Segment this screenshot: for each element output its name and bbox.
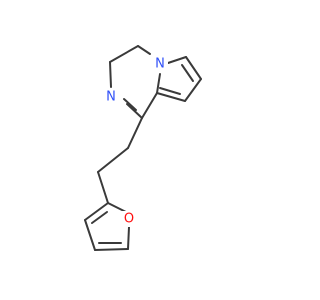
atom-label-n-pyrazine: N [106,90,116,105]
bond-c6-c7-double [181,64,194,82]
bond-n5-c8a [156,73,161,94]
bond-c1-n2 [126,103,143,119]
atom-n-pyrazine: N [103,89,119,105]
bond-n2-c3 [109,61,112,88]
bond-o-fc5 [127,226,130,250]
bond-fc2-o [107,202,127,213]
structure-diagram: N N O [84,45,202,251]
bond-c8-c8a-double [159,87,181,95]
atom-labels: N N O [103,56,168,227]
bond-c8-c8a [156,92,186,102]
bond-n5-c6 [167,56,187,64]
bond-c6-c7 [185,56,202,80]
atom-label-n-bridgehead: N [155,57,165,72]
bond-fc5-fc4 [94,248,129,251]
bond-fc3-fc2 [84,202,109,221]
bond-c1-c8a [141,92,158,119]
bond-fc4-fc3 [84,219,96,251]
bond-c7-c8 [184,78,202,102]
bond-c1-ch2a [127,117,143,149]
bond-ch2b-furan [97,171,109,204]
atom-n-bridgehead: N [152,56,168,72]
atom-o-furan: O [121,211,137,227]
bond-c3-c4 [109,45,139,63]
molecule-canvas: N N O [84,45,202,251]
bond-c1-n2-double [123,98,137,111]
atom-label-o-furan: O [124,212,134,227]
bonds [84,45,202,251]
bond-fc3-fc2-double [91,211,108,224]
bond-ch2a-ch2b [97,147,129,173]
bond-c4-n5 [137,45,151,55]
